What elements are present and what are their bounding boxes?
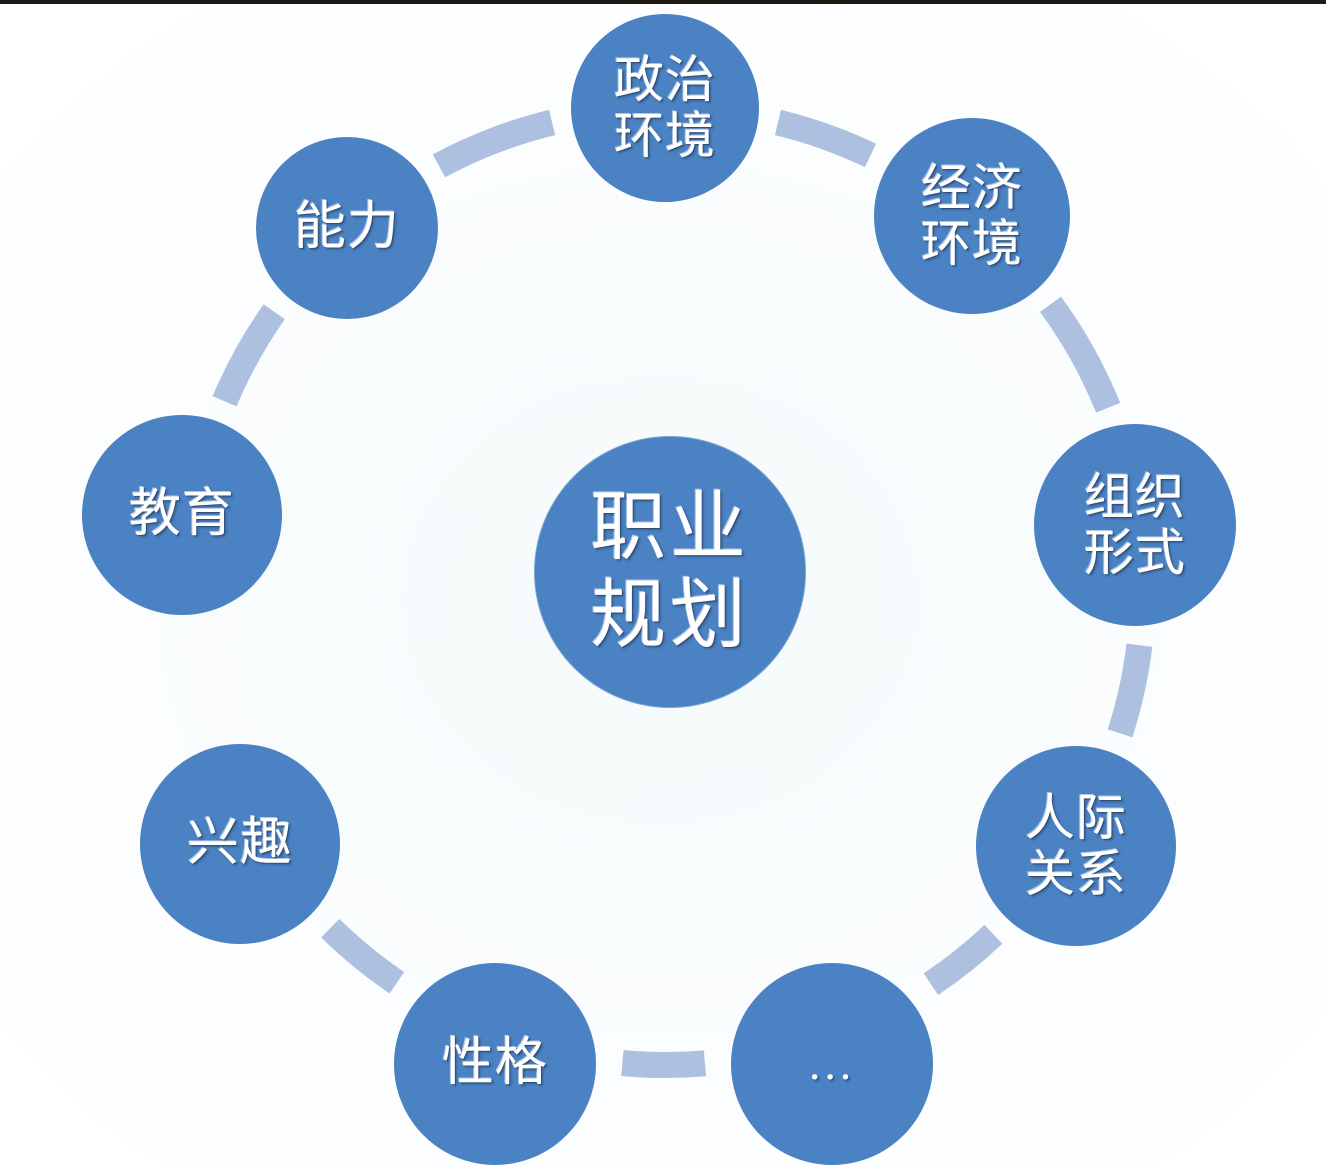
node-label-economic-environment: 经济 环境 [921, 160, 1023, 272]
connector-etcetera-personality [621, 1050, 707, 1078]
connector-economic-organizational [1040, 296, 1121, 413]
node-economic-environment[interactable]: 经济 环境 [874, 118, 1070, 314]
node-organizational-form[interactable]: 组织 形式 [1034, 424, 1236, 626]
connector-education-ability [212, 304, 285, 407]
node-label-ability: 能力 [293, 199, 401, 257]
node-personality[interactable]: 性格 [394, 963, 596, 1165]
connector-organizational-interpersonal [1107, 643, 1153, 738]
node-label-interpersonal-relations: 人际 关系 [1025, 790, 1127, 902]
node-education[interactable]: 教育 [82, 415, 282, 615]
node-label-organizational-form: 组织 形式 [1084, 469, 1186, 581]
node-label-political-environment: 政治 环境 [614, 52, 716, 164]
node-interpersonal-relations[interactable]: 人际 关系 [976, 746, 1176, 946]
center-node-career-planning[interactable]: 职业 规划 [534, 436, 806, 708]
connector-political-economic [774, 109, 877, 168]
node-label-education: 教育 [128, 486, 236, 544]
node-ability[interactable]: 能力 [256, 137, 438, 319]
node-label-etcetera: … [807, 1037, 857, 1089]
connector-personality-interest [321, 918, 405, 994]
node-interest[interactable]: 兴趣 [140, 744, 340, 944]
connector-ability-political [432, 109, 556, 178]
node-political-environment[interactable]: 政治 环境 [571, 14, 759, 202]
node-label-personality: 性格 [441, 1035, 549, 1093]
connector-interpersonal-etcetera [923, 924, 1003, 996]
node-label-interest: 兴趣 [186, 815, 294, 873]
node-etcetera[interactable]: … [731, 963, 933, 1165]
top-border-rule [0, 0, 1326, 4]
center-node-label: 职业 规划 [590, 485, 750, 658]
